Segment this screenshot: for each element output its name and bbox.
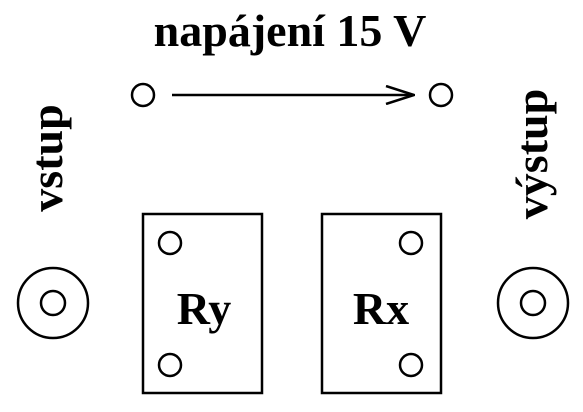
resistor-rx: Rx xyxy=(320,212,443,395)
mounting-hole xyxy=(398,230,424,256)
input-connector xyxy=(16,266,90,340)
resistor-ry: Ry xyxy=(141,212,264,395)
resistor-label: Rx xyxy=(353,283,409,334)
output-connector xyxy=(496,266,570,340)
output-label: výstup xyxy=(506,89,557,219)
input-label: vstup xyxy=(21,104,72,211)
mounting-hole xyxy=(157,230,183,256)
power-terminal-left xyxy=(130,82,156,108)
mounting-hole xyxy=(398,352,424,378)
mounting-hole xyxy=(157,352,183,378)
resistor-label: Ry xyxy=(177,283,232,334)
power-supply-label: napájení 15 V xyxy=(154,5,427,56)
power-terminal-right xyxy=(428,82,454,108)
